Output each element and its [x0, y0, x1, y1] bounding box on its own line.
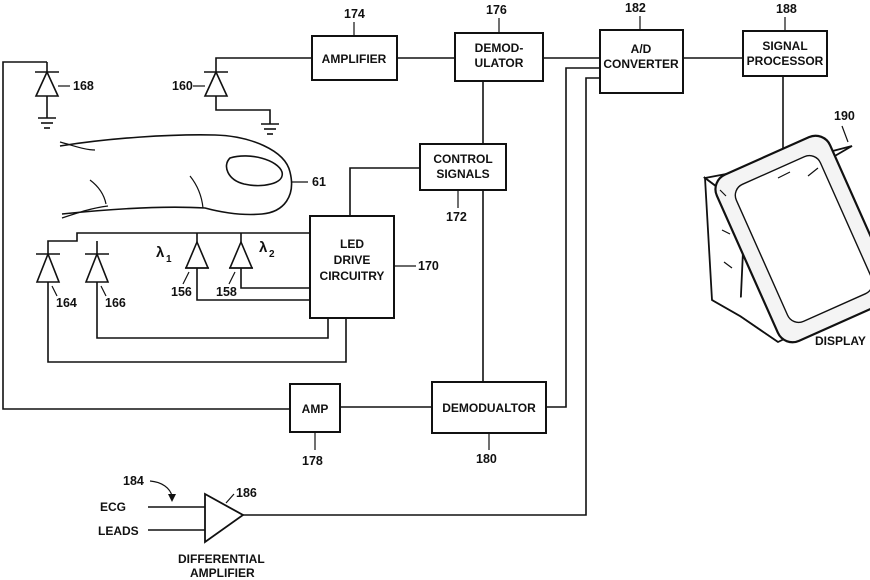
amplifier-block: AMPLIFIER [312, 36, 397, 80]
ref-188: 188 [776, 2, 797, 16]
ref-190: 190 [834, 109, 855, 123]
demodulator-bottom-label: DEMODUALTOR [442, 401, 536, 415]
ref-166: 166 [105, 296, 126, 310]
ad-converter-block: A/D CONVERTER [600, 30, 683, 93]
ad-converter-label-1: A/D [631, 42, 652, 56]
control-signals-label-1: CONTROL [433, 152, 492, 166]
demodulator-bottom-block: DEMODUALTOR [432, 382, 546, 433]
led-drive-label-1: LED [340, 237, 364, 251]
ref-174: 174 [344, 7, 365, 21]
led-drive-label-3: CIRCUITRY [320, 269, 385, 283]
demodulator-top-label-1: DEMOD- [475, 41, 524, 55]
differential-amplifier-symbol [205, 494, 243, 542]
ref-182: 182 [625, 1, 646, 15]
signal-processor-label-1: SIGNAL [762, 39, 807, 53]
ecg-label: ECG [100, 500, 126, 514]
signal-processor-block: SIGNAL PROCESSOR [743, 31, 827, 76]
led-166 [85, 254, 109, 282]
photodiode-168 [35, 62, 59, 128]
amp-label: AMP [302, 402, 329, 416]
led-drive-circuitry-block: LED DRIVE CIRCUITRY [310, 216, 394, 318]
ref-160: 160 [172, 79, 193, 93]
ref-168: 168 [73, 79, 94, 93]
ref-184: 184 [123, 474, 144, 488]
leads-label: LEADS [98, 524, 139, 538]
ref-170: 170 [418, 259, 439, 273]
lambda2-symbol: λ [259, 239, 268, 256]
amplifier-label: AMPLIFIER [322, 52, 387, 66]
led-156 [185, 242, 209, 280]
ref-164: 164 [56, 296, 77, 310]
lambda1-subscript: 1 [166, 254, 172, 265]
ad-converter-label-2: CONVERTER [603, 57, 679, 71]
ref-180: 180 [476, 452, 497, 466]
control-signals-block: CONTROL SIGNALS [420, 144, 506, 190]
control-signals-label-2: SIGNALS [436, 167, 489, 181]
wavelength-labels: λ 1 λ 2 [156, 239, 275, 265]
amp-block: AMP [290, 384, 340, 432]
led-158 [229, 242, 253, 280]
demodulator-top-block: DEMOD- ULATOR [455, 33, 543, 81]
finger-illustration [60, 135, 292, 218]
ref-61: 61 [312, 175, 326, 189]
ref-176: 176 [486, 3, 507, 17]
diff-amp-label-1: DIFFERENTIAL [178, 552, 265, 566]
ref-156: 156 [171, 285, 192, 299]
ref-178: 178 [302, 454, 323, 468]
lambda1-symbol: λ [156, 244, 165, 261]
led-164 [36, 254, 60, 282]
display-label: DISPLAY [815, 334, 866, 348]
signal-processor-label-2: PROCESSOR [747, 54, 824, 68]
ref-186: 186 [236, 486, 257, 500]
lambda2-subscript: 2 [269, 249, 275, 260]
ref-172: 172 [446, 210, 467, 224]
led-drive-label-2: DRIVE [334, 253, 371, 267]
display-monitor-icon [705, 131, 870, 348]
demodulator-top-label-2: ULATOR [475, 56, 524, 70]
ref-158: 158 [216, 285, 237, 299]
diff-amp-label-2: AMPLIFIER [190, 566, 255, 580]
photodiode-160 [204, 62, 279, 134]
